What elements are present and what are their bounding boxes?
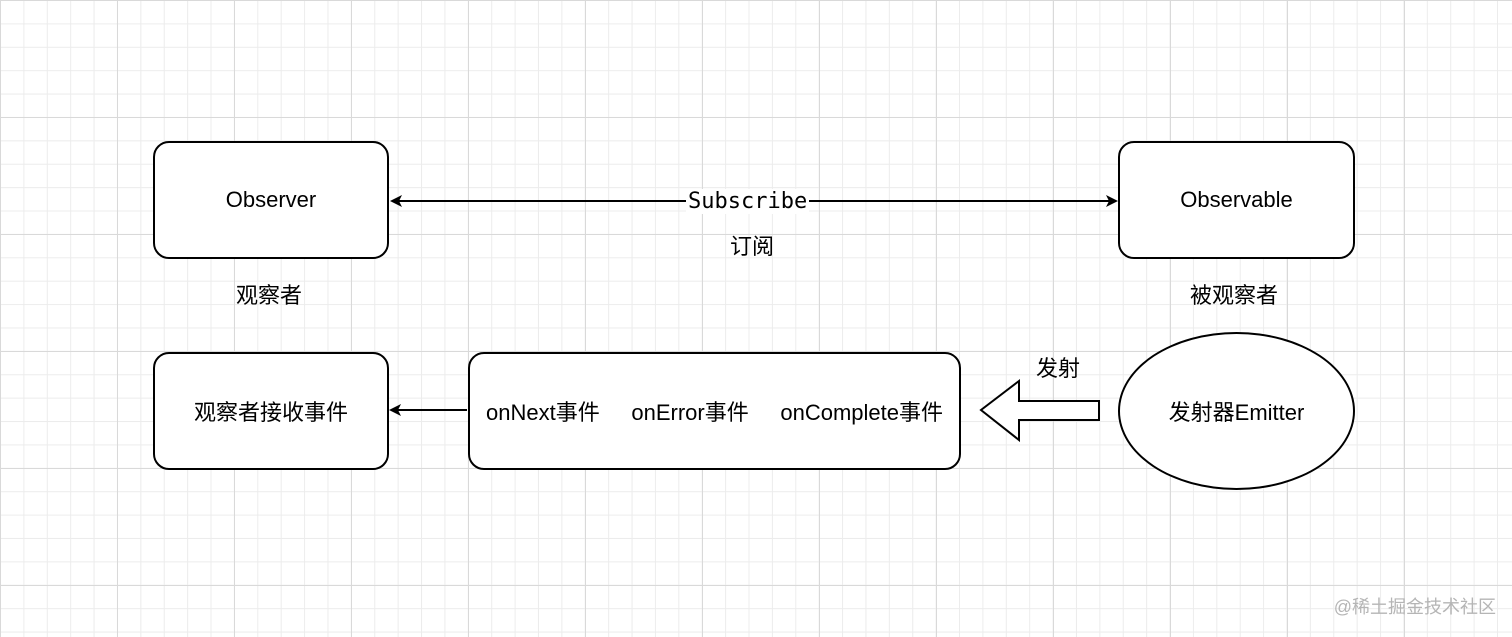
observer-receive-node[interactable]: 观察者接收事件 xyxy=(153,352,389,470)
events-node[interactable]: onNext事件 onError事件 onComplete事件 xyxy=(468,352,961,470)
emit-hollow-arrow xyxy=(979,378,1100,443)
watermark: @稀土掘金技术社区 xyxy=(1333,597,1496,617)
observer-label: Observer xyxy=(225,187,317,212)
observable-node[interactable]: Observable xyxy=(1118,141,1355,259)
observable-caption: 被观察者 xyxy=(1190,283,1279,308)
events-row: onNext事件 onError事件 onComplete事件 xyxy=(470,395,959,427)
on-error-event: onError事件 xyxy=(631,400,749,425)
emitter-node[interactable]: 发射器Emitter xyxy=(1118,332,1355,490)
observer-caption: 观察者 xyxy=(236,283,303,308)
emit-edge-label: 发射 xyxy=(1036,356,1081,381)
observable-label: Observable xyxy=(1180,187,1293,212)
observer-node[interactable]: Observer xyxy=(153,141,389,259)
on-complete-event: onComplete事件 xyxy=(780,400,943,425)
subscribe-edge-sublabel: 订阅 xyxy=(730,234,775,259)
observer-receive-label: 观察者接收事件 xyxy=(193,400,348,425)
emitter-label: 发射器Emitter xyxy=(1168,400,1305,425)
on-next-event: onNext事件 xyxy=(486,400,600,425)
subscribe-edge-label: Subscribe xyxy=(686,189,810,214)
